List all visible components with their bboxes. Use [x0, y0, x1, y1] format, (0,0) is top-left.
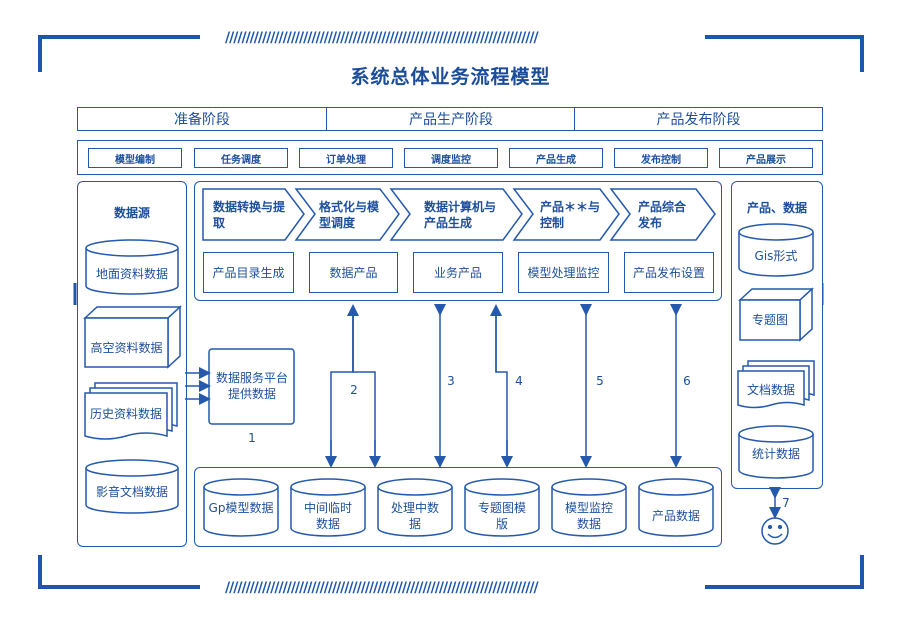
process-arrow-3 — [389, 188, 523, 241]
process-arrow-1 — [202, 188, 305, 241]
connector-number-6: 6 — [683, 374, 691, 388]
phase-prepare: 准备阶段 — [174, 112, 230, 128]
service-label: 数据服务平台提供数据 — [215, 371, 288, 401]
multidoc-documents — [737, 360, 815, 409]
phase-production: 产品生产阶段 — [326, 108, 575, 130]
label-av-doc-data: 影音文档数据 — [95, 485, 168, 499]
label-history-data: 历史资料数据 — [89, 407, 162, 421]
label-document-data: 文档数据 — [746, 383, 795, 397]
label-upper-air-data: 高空资料数据 — [90, 341, 163, 355]
storage-cyl-2 — [290, 478, 366, 537]
storage-panel — [194, 467, 722, 547]
storage-label-template: 专题图模版 — [478, 501, 527, 531]
storage-cyl-5 — [551, 478, 627, 537]
storage-cyl-3 — [377, 478, 453, 537]
step-product-generate: 产品生成 — [509, 148, 603, 168]
diagram-title: 系统总体业务流程模型 — [350, 66, 551, 88]
service-number: 1 — [248, 431, 256, 445]
process-arrow-label-2: 格式化与模型调度 — [319, 200, 380, 230]
storage-cyl-1 — [203, 478, 279, 537]
label-thematic-map: 专题图 — [751, 313, 788, 327]
phase-bar: 准备阶段 产品生产阶段 产品发布阶段 — [77, 107, 823, 131]
user-number: 7 — [782, 496, 790, 510]
storage-cyl-4 — [464, 478, 540, 537]
storage-label-gp-model: Gp模型数据 — [208, 501, 274, 515]
step-model-compile: 模型编制 — [88, 148, 182, 168]
bottom-stripes: ////////////////////////////////////////… — [225, 580, 539, 594]
connector-number-4: 4 — [515, 374, 523, 388]
data-source-title: 数据源 — [113, 206, 150, 220]
cylinder-ground-data — [85, 239, 179, 295]
connector-4 — [495, 306, 508, 462]
process-arrow-label-5: 产品综合发布 — [638, 200, 687, 230]
product-data-title: 产品、数据 — [746, 201, 807, 215]
cylinder-statistics — [738, 425, 814, 479]
process-arrow-label-3: 数据计算机与产品生成 — [424, 200, 497, 230]
process-arrow-label-1: 数据转换与提取 — [213, 200, 286, 230]
label-statistics-data: 统计数据 — [751, 447, 800, 461]
storage-label-temp: 中间临时数据 — [303, 501, 352, 531]
step-task-schedule: 任务调度 — [194, 148, 288, 168]
box-model-monitor: 模型处理监控 — [518, 252, 609, 293]
label-ground-data: 地面资料数据 — [95, 267, 168, 281]
cylinder-gis — [738, 223, 814, 277]
multidoc-history — [84, 382, 178, 440]
connector-number-5: 5 — [596, 374, 604, 388]
label-gis: Gis形式 — [754, 249, 798, 263]
steps-bar — [77, 140, 823, 175]
step-product-display: 产品展示 — [719, 148, 813, 168]
storage-label-product: 产品数据 — [651, 509, 700, 523]
user-smiley-icon — [761, 517, 789, 545]
storage-label-processing: 处理中数据 — [391, 501, 440, 531]
box3d-thematic — [738, 287, 814, 342]
box3d-upper-air — [83, 305, 182, 369]
box-business-product: 业务产品 — [413, 252, 503, 293]
process-arrow-2 — [294, 188, 400, 241]
storage-cyl-6 — [638, 478, 714, 537]
process-arrow-label-4: 产品＊＊与控制 — [540, 200, 601, 230]
box-release-settings: 产品发布设置 — [624, 252, 714, 293]
connector-number-2: 2 — [350, 383, 358, 397]
step-order-process: 订单处理 — [299, 148, 393, 168]
phase-release: 产品发布阶段 — [574, 108, 822, 130]
step-schedule-monitor: 调度监控 — [404, 148, 498, 168]
process-arrow-5 — [609, 188, 716, 241]
step-release-control: 发布控制 — [614, 148, 708, 168]
top-stripes: ////////////////////////////////////////… — [225, 30, 539, 44]
connector-number-3: 3 — [447, 374, 455, 388]
box-data-product: 数据产品 — [309, 252, 398, 293]
box-catalog-generate: 产品目录生成 — [203, 252, 294, 293]
cylinder-av-docs — [85, 459, 179, 514]
storage-label-model-monitor: 模型监控数据 — [564, 501, 613, 531]
process-arrow-4 — [512, 188, 620, 241]
